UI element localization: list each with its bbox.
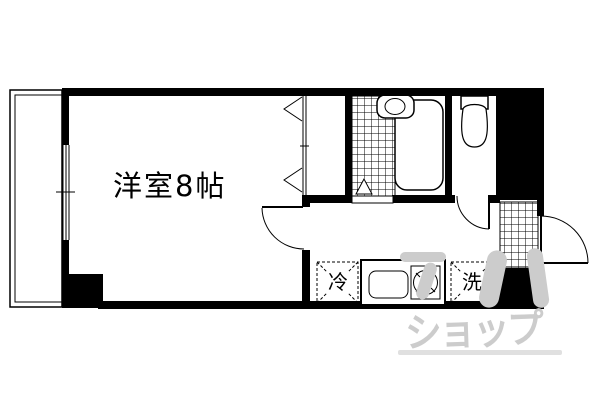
- sliding-window-icon: [56, 145, 75, 240]
- basin-bowl-icon: [384, 98, 406, 115]
- watermark-blob: [398, 350, 562, 355]
- wall-closet-corner: [302, 195, 310, 207]
- toilet-bowl-icon: [461, 103, 488, 148]
- wall-hall-top-left: [310, 195, 352, 203]
- wall-hall-top-right: [488, 195, 500, 203]
- service-shaft: [496, 88, 544, 200]
- watermark-blob: [400, 252, 446, 262]
- entrance-door-arc: [540, 215, 589, 264]
- wall-inner-vertical: [302, 250, 310, 301]
- balcony-inner-line: [14, 94, 62, 303]
- wall-left-upper: [62, 96, 69, 145]
- wall-bath-toilet: [445, 96, 452, 195]
- kitchen-sink-icon: [368, 270, 409, 299]
- washer-label: 洗: [461, 270, 483, 294]
- wall-bath-left: [345, 96, 352, 203]
- wall-bottom: [98, 301, 497, 309]
- main-room-label: 洋室8帖: [113, 169, 227, 203]
- wall-left-lower: [62, 240, 69, 282]
- closet-fold-arrow-icon: [283, 167, 303, 193]
- shower-drain-icon: [355, 177, 373, 195]
- wall-above-entrance: [537, 196, 544, 216]
- closet-fold-arrow-icon: [283, 96, 303, 122]
- wall-hall-top-mid: [392, 195, 455, 203]
- wall-top: [62, 88, 544, 96]
- bathtub: [394, 99, 444, 191]
- bathroom-door: [351, 195, 394, 204]
- room-door-arc: [261, 207, 305, 250]
- fridge-label: 冷: [327, 270, 349, 294]
- balcony-outline: [9, 89, 63, 308]
- refrigerator-space-icon: [316, 261, 359, 304]
- closet-door-track: [300, 96, 309, 195]
- corner-pillar: [62, 274, 103, 308]
- toilet-door-arc: [456, 195, 490, 230]
